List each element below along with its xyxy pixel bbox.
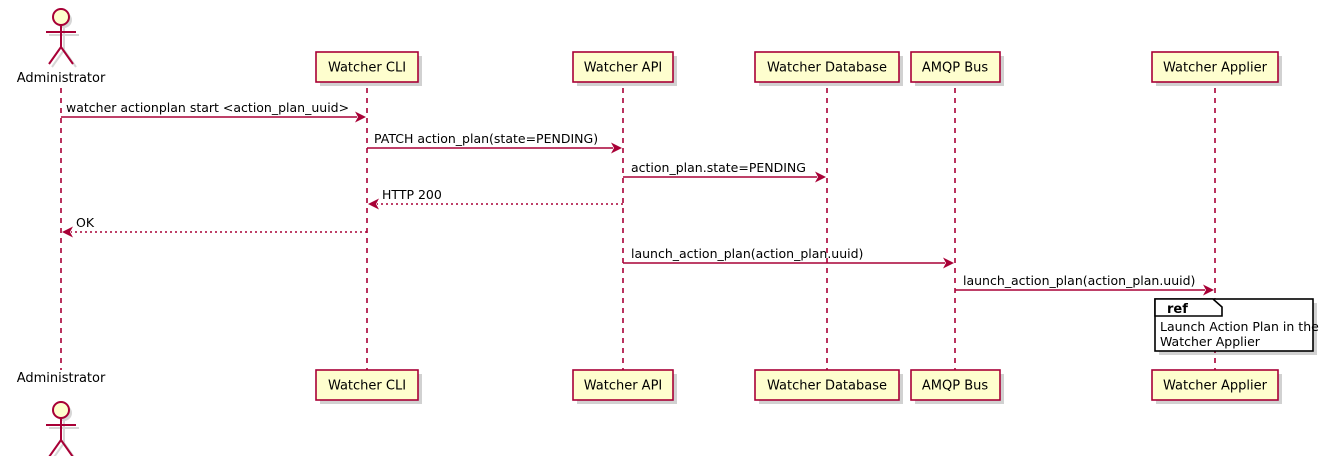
participant-label: Watcher CLI	[328, 61, 406, 76]
participant-label: Watcher API	[584, 379, 663, 394]
message-arrowhead-icon	[62, 226, 73, 238]
message-label: launch_action_plan(action_plan.uuid)	[963, 273, 1195, 288]
actor-body-icon	[46, 25, 76, 65]
message-msg-5[interactable]: OK	[62, 215, 367, 238]
participant-box[interactable]	[754, 369, 900, 401]
participants-layer: Watcher CLI Watcher CLI Watcher API Watcher…	[315, 51, 1282, 404]
message-msg-4[interactable]: HTTP 200	[368, 187, 623, 210]
participant-amqp-bus-top[interactable]: AMQP Bus	[910, 51, 1004, 86]
message-arrowhead-icon	[355, 111, 366, 123]
ref-fragment-tab	[1154, 298, 1223, 317]
message-label: launch_action_plan(action_plan.uuid)	[631, 246, 863, 261]
message-label: OK	[76, 215, 95, 230]
lifelines-layer	[60, 88, 1216, 370]
participant-watcher-database-top[interactable]: Watcher Database	[754, 51, 903, 86]
message-arrowhead-icon	[943, 257, 954, 269]
actor-administrator-bottom[interactable]: Administrator	[17, 371, 106, 456]
participant-box[interactable]	[910, 51, 1001, 83]
message-msg-2[interactable]: PATCH action_plan(state=PENDING)	[367, 131, 622, 154]
participant-watcher-api-bottom[interactable]: Watcher API	[572, 369, 677, 404]
participant-label: Watcher Applier	[1163, 61, 1268, 76]
message-arrowhead-icon	[368, 198, 379, 210]
message-msg-3[interactable]: action_plan.state=PENDING	[623, 160, 826, 183]
participant-watcher-api-top[interactable]: Watcher API	[572, 51, 677, 86]
actor-head-icon	[52, 8, 70, 26]
messages-layer: watcher actionplan start <action_plan_uu…	[61, 100, 1214, 296]
participant-watcher-cli-top[interactable]: Watcher CLI	[315, 51, 422, 86]
participant-watcher-applier-top[interactable]: Watcher Applier	[1151, 51, 1282, 86]
participant-label: Watcher CLI	[328, 379, 406, 394]
message-arrowhead-icon	[611, 142, 622, 154]
message-label: PATCH action_plan(state=PENDING)	[374, 131, 598, 146]
actor-body-shadow	[49, 28, 79, 68]
participant-box[interactable]	[315, 51, 419, 83]
actor-body-icon	[46, 418, 76, 456]
participant-box[interactable]	[754, 51, 900, 83]
ref-fragment-title: ref	[1167, 302, 1188, 317]
ref-fragment-line: Watcher Applier	[1160, 334, 1261, 349]
message-msg-7[interactable]: launch_action_plan(action_plan.uuid)	[955, 273, 1214, 296]
participant-box[interactable]	[572, 51, 674, 83]
actor-head-icon	[52, 401, 70, 419]
actor-label: Administrator	[17, 71, 106, 86]
participant-label: Watcher Database	[767, 379, 887, 394]
participant-amqp-bus-bottom[interactable]: AMQP Bus	[910, 369, 1004, 404]
participant-label: Watcher Applier	[1163, 379, 1268, 394]
participant-label: Watcher API	[584, 61, 663, 76]
message-msg-1[interactable]: watcher actionplan start <action_plan_uu…	[61, 100, 366, 123]
message-arrowhead-icon	[1203, 284, 1214, 296]
participant-label: AMQP Bus	[922, 61, 988, 76]
actor-label: Administrator	[17, 371, 106, 386]
participant-label: AMQP Bus	[922, 379, 988, 394]
actor-administrator-top[interactable]: Administrator	[17, 8, 106, 86]
message-msg-6[interactable]: launch_action_plan(action_plan.uuid)	[623, 246, 954, 269]
participant-watcher-cli-bottom[interactable]: Watcher CLI	[315, 369, 422, 404]
participant-box[interactable]	[315, 369, 419, 401]
participant-watcher-applier-bottom[interactable]: Watcher Applier	[1151, 369, 1282, 404]
participant-label: Watcher Database	[767, 61, 887, 76]
message-label: watcher actionplan start <action_plan_uu…	[66, 100, 349, 115]
participant-box[interactable]	[1151, 51, 1279, 83]
message-arrowhead-icon	[815, 171, 826, 183]
message-label: HTTP 200	[382, 187, 442, 202]
participant-box[interactable]	[572, 369, 674, 401]
participant-box[interactable]	[1151, 369, 1279, 401]
ref-fragment-line: Launch Action Plan in the	[1160, 319, 1319, 334]
actor-body-shadow	[49, 421, 79, 456]
participant-box[interactable]	[910, 369, 1001, 401]
message-label: action_plan.state=PENDING	[631, 160, 806, 175]
participant-watcher-database-bottom[interactable]: Watcher Database	[754, 369, 903, 404]
